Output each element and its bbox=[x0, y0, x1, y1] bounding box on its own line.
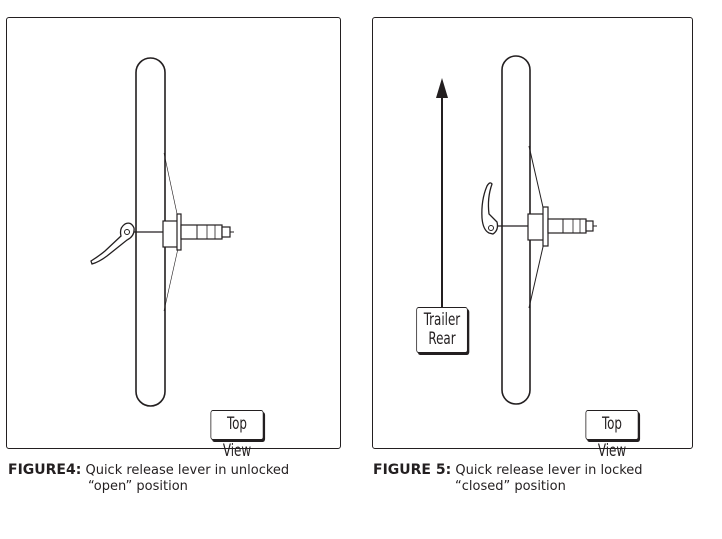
figure4-panel: Top View bbox=[6, 17, 341, 461]
figure5-tire bbox=[501, 55, 531, 405]
figure5-direction-arrowhead bbox=[436, 78, 448, 98]
figure4-axle bbox=[180, 224, 223, 240]
figure5-caption-line2: “closed” position bbox=[455, 479, 566, 494]
figure4-caption-line1: Quick release lever in unlocked bbox=[85, 463, 290, 478]
figure4-axle-nut bbox=[221, 226, 231, 238]
figure5-direction-label-line1: Trailer bbox=[423, 310, 461, 330]
figure4-spoke-bottom bbox=[163, 243, 180, 312]
figure4-spoke-top bbox=[163, 152, 180, 224]
figure4-caption-number: FIGURE4: bbox=[8, 462, 82, 478]
figure5-top-view-label: Top View bbox=[585, 410, 639, 461]
figure5-caption-line1: Quick release lever in locked bbox=[455, 463, 643, 478]
figure4-wheel-diagram bbox=[90, 57, 234, 407]
figure4-caption: FIGURE4: Quick release lever in unlocked… bbox=[8, 462, 289, 495]
figure4-caption-line2: “open” position bbox=[88, 479, 188, 494]
figure4-flange bbox=[176, 213, 182, 251]
figure5-wheel-diagram bbox=[436, 55, 597, 405]
figure5-spoke-bottom bbox=[528, 237, 546, 309]
figure4-hub bbox=[162, 220, 179, 248]
figure5-panel: Trailer Rear Top View bbox=[372, 17, 693, 461]
figure5-caption: FIGURE 5: Quick release lever in locked … bbox=[373, 462, 643, 495]
figure5-direction-label-line2: Rear bbox=[428, 329, 456, 349]
figure5-spoke-top bbox=[528, 145, 546, 217]
figure5-flange bbox=[542, 206, 549, 247]
figure4-lever-open bbox=[90, 222, 135, 265]
figure5-lever-closed bbox=[481, 182, 499, 235]
figure5-direction-label: Trailer Rear bbox=[416, 307, 468, 353]
figure5-axle-nut bbox=[585, 220, 594, 232]
figure5-caption-number: FIGURE 5: bbox=[373, 462, 452, 478]
figure4-top-view-label: Top View bbox=[210, 410, 264, 461]
figure5-hub bbox=[527, 213, 545, 241]
